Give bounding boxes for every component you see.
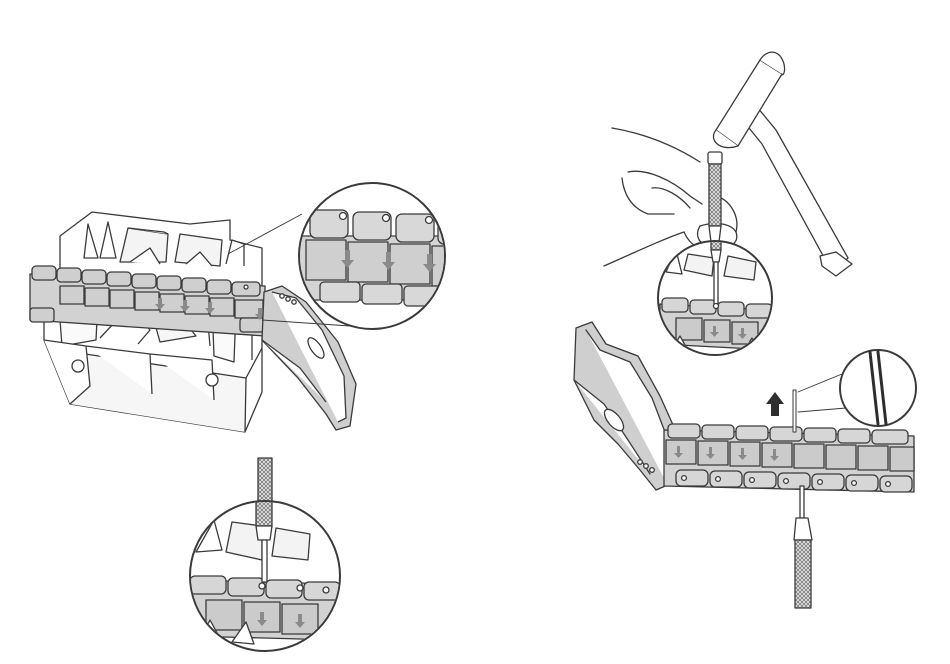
zoom-callout-pin-direction xyxy=(290,183,476,329)
watch-bracelet xyxy=(664,424,914,492)
right-panel xyxy=(574,52,916,608)
removed-pin xyxy=(793,390,796,432)
bracelet-clasp xyxy=(574,322,678,490)
up-arrow-icon xyxy=(766,392,784,416)
zoom-callout-pin-punch xyxy=(186,490,340,651)
callout-line xyxy=(798,374,846,412)
zoom-callout-pin xyxy=(840,350,916,426)
pin-punch-tool-below xyxy=(794,486,812,608)
left-panel xyxy=(30,183,476,651)
